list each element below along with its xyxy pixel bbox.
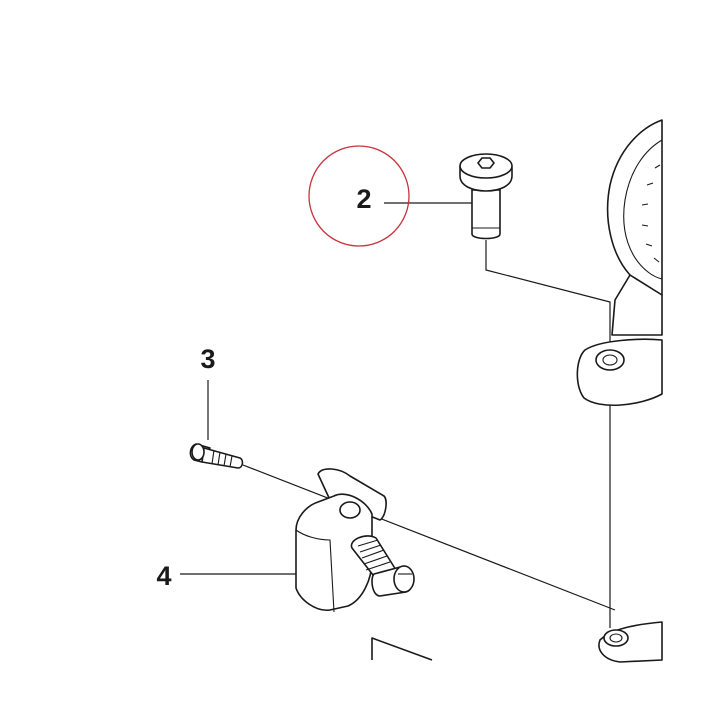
lower-mount (598, 621, 663, 663)
bolt-part-2 (459, 153, 513, 240)
sensor-part-4 (295, 468, 415, 613)
bracket-fragment (371, 637, 433, 661)
screw-part-3 (189, 443, 244, 469)
gauge-ticks (641, 164, 661, 263)
callout-label-2[interactable]: 2 (356, 184, 371, 214)
highlight-circle (308, 145, 410, 247)
callout-label-3[interactable]: 3 (200, 344, 215, 374)
flange-hole (595, 349, 625, 371)
callout-label-4[interactable]: 4 (156, 561, 171, 591)
hex-socket (477, 157, 495, 169)
callout-leaders (180, 202, 472, 575)
sensor-mount-hole (339, 501, 361, 519)
assembly-lines (242, 240, 616, 628)
instrument-housing (576, 119, 663, 407)
